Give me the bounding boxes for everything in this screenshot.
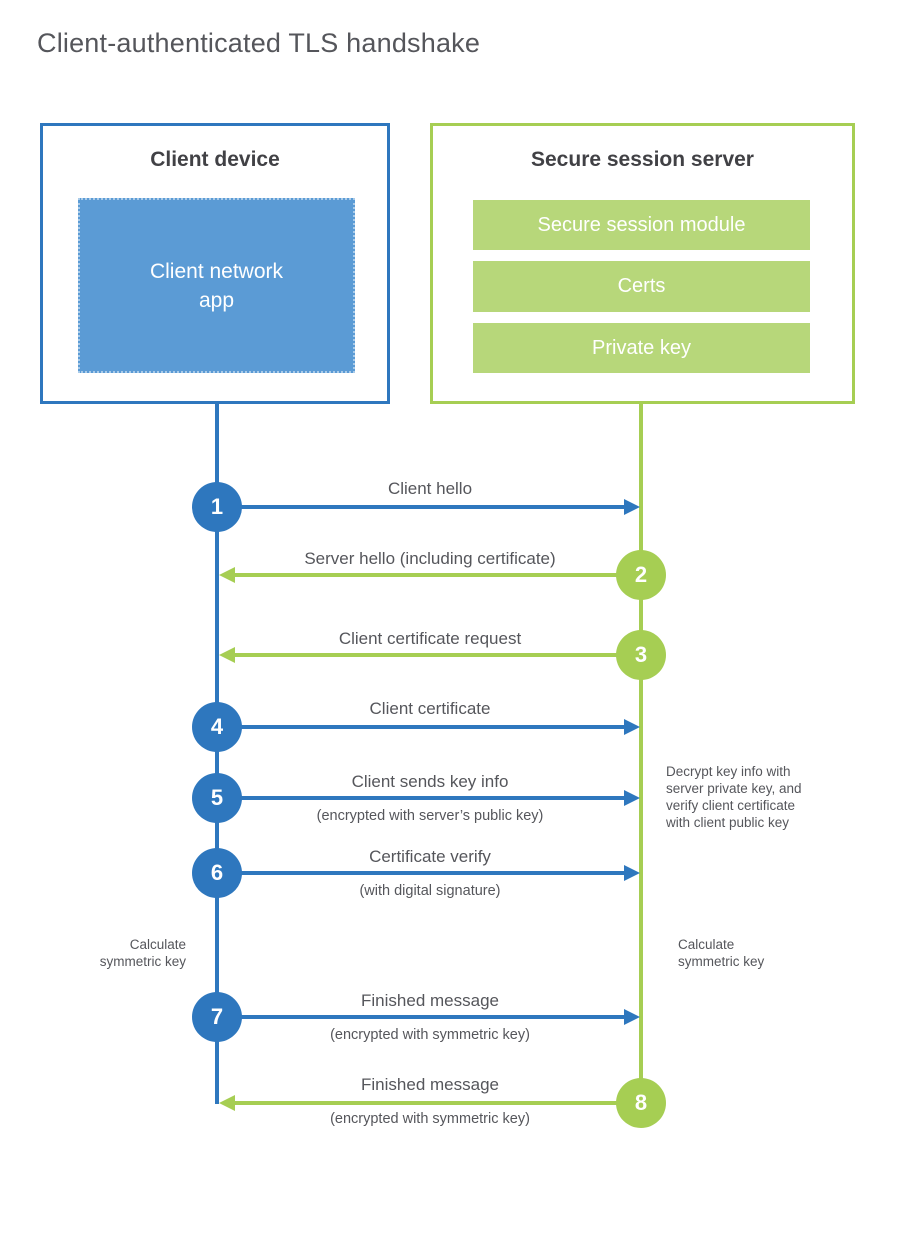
step-7-label: Finished message [361, 991, 499, 1010]
step-2-label: Server hello (including certificate) [304, 549, 556, 568]
step-4-arrow [217, 725, 624, 729]
arrowhead-left-icon [219, 647, 235, 663]
client-network-app-block: Client network app [78, 198, 355, 373]
step-1-label: Client hello [387, 479, 473, 498]
step-5-arrow [217, 796, 624, 800]
step-8-arrow [235, 1101, 641, 1105]
step-3-label: Client certificate request [338, 629, 522, 648]
step-1-badge: 1 [192, 482, 242, 532]
step-2-arrow [235, 573, 641, 577]
arrowhead-right-icon [624, 790, 640, 806]
server-title: Secure session server [531, 148, 754, 171]
server-calc-symmetric-key-note: Calculate symmetric key [678, 937, 765, 969]
step-3-arrow [235, 653, 641, 657]
step-8-label: Finished message [361, 1075, 499, 1094]
step-6-label: Certificate verify [369, 847, 491, 866]
arrowhead-right-icon [624, 1009, 640, 1025]
step-7-sublabel: (encrypted with symmetric key) [330, 1027, 530, 1043]
step-6-badge: 6 [192, 848, 242, 898]
step-5-sublabel: (encrypted with server’s public key) [316, 808, 544, 824]
step-6-arrow [217, 871, 624, 875]
client-calc-symmetric-key-note: Calculate symmetric key [99, 937, 186, 969]
client-lifeline [215, 404, 219, 1104]
step-1-arrow [217, 505, 624, 509]
step-8-badge: 8 [616, 1078, 666, 1128]
server-module-certs: Certs [473, 261, 810, 312]
client-device-title: Client device [150, 148, 280, 171]
arrowhead-left-icon [219, 1095, 235, 1111]
server-decrypt-note: Decrypt key info with server private key… [666, 764, 802, 830]
arrowhead-right-icon [624, 719, 640, 735]
server-module-private-key: Private key [473, 323, 810, 373]
arrowhead-right-icon [624, 499, 640, 515]
step-2-badge: 2 [616, 550, 666, 600]
page-title: Client-authenticated TLS handshake [37, 28, 481, 58]
step-8-sublabel: (encrypted with symmetric key) [330, 1111, 530, 1127]
step-7-badge: 7 [192, 992, 242, 1042]
arrowhead-right-icon [624, 865, 640, 881]
step-6-sublabel: (with digital signature) [359, 883, 501, 899]
arrowhead-left-icon [219, 567, 235, 583]
step-4-badge: 4 [192, 702, 242, 752]
server-module-secure-session: Secure session module [473, 200, 810, 250]
server-lifeline [639, 404, 643, 1104]
step-4-label: Client certificate [369, 699, 491, 718]
step-5-label: Client sends key info [351, 772, 509, 791]
step-7-arrow [217, 1015, 624, 1019]
step-5-badge: 5 [192, 773, 242, 823]
step-3-badge: 3 [616, 630, 666, 680]
